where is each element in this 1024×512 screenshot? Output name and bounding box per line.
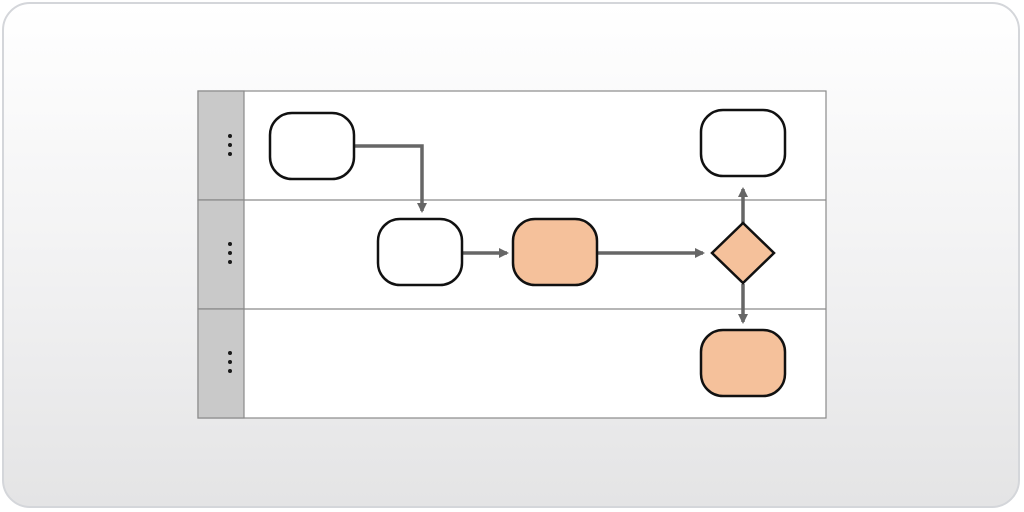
process-node-n1[interactable] [268, 111, 356, 181]
vertical-ellipsis-icon [228, 242, 232, 264]
vertical-ellipsis-icon [228, 134, 232, 156]
swimlane-lane-1 [197, 90, 245, 201]
swimlane-lane-3 [197, 308, 826, 419]
process-node-n3[interactable] [511, 217, 599, 287]
lane-2-header[interactable] [197, 199, 245, 310]
nodes [268, 108, 787, 398]
process-node-n5[interactable] [699, 108, 787, 178]
decision-node-n4[interactable] [710, 221, 776, 285]
lane-1-header[interactable] [197, 90, 245, 201]
process-node-n6[interactable] [699, 328, 787, 398]
lane-3-header[interactable] [197, 308, 245, 419]
connectors [354, 144, 748, 324]
process-node-n2[interactable] [376, 217, 464, 287]
swimlane-lane-2 [197, 199, 826, 310]
vertical-ellipsis-icon [228, 351, 232, 373]
connector-n1-n2[interactable] [354, 144, 427, 213]
swimlane-diagram [197, 90, 827, 419]
